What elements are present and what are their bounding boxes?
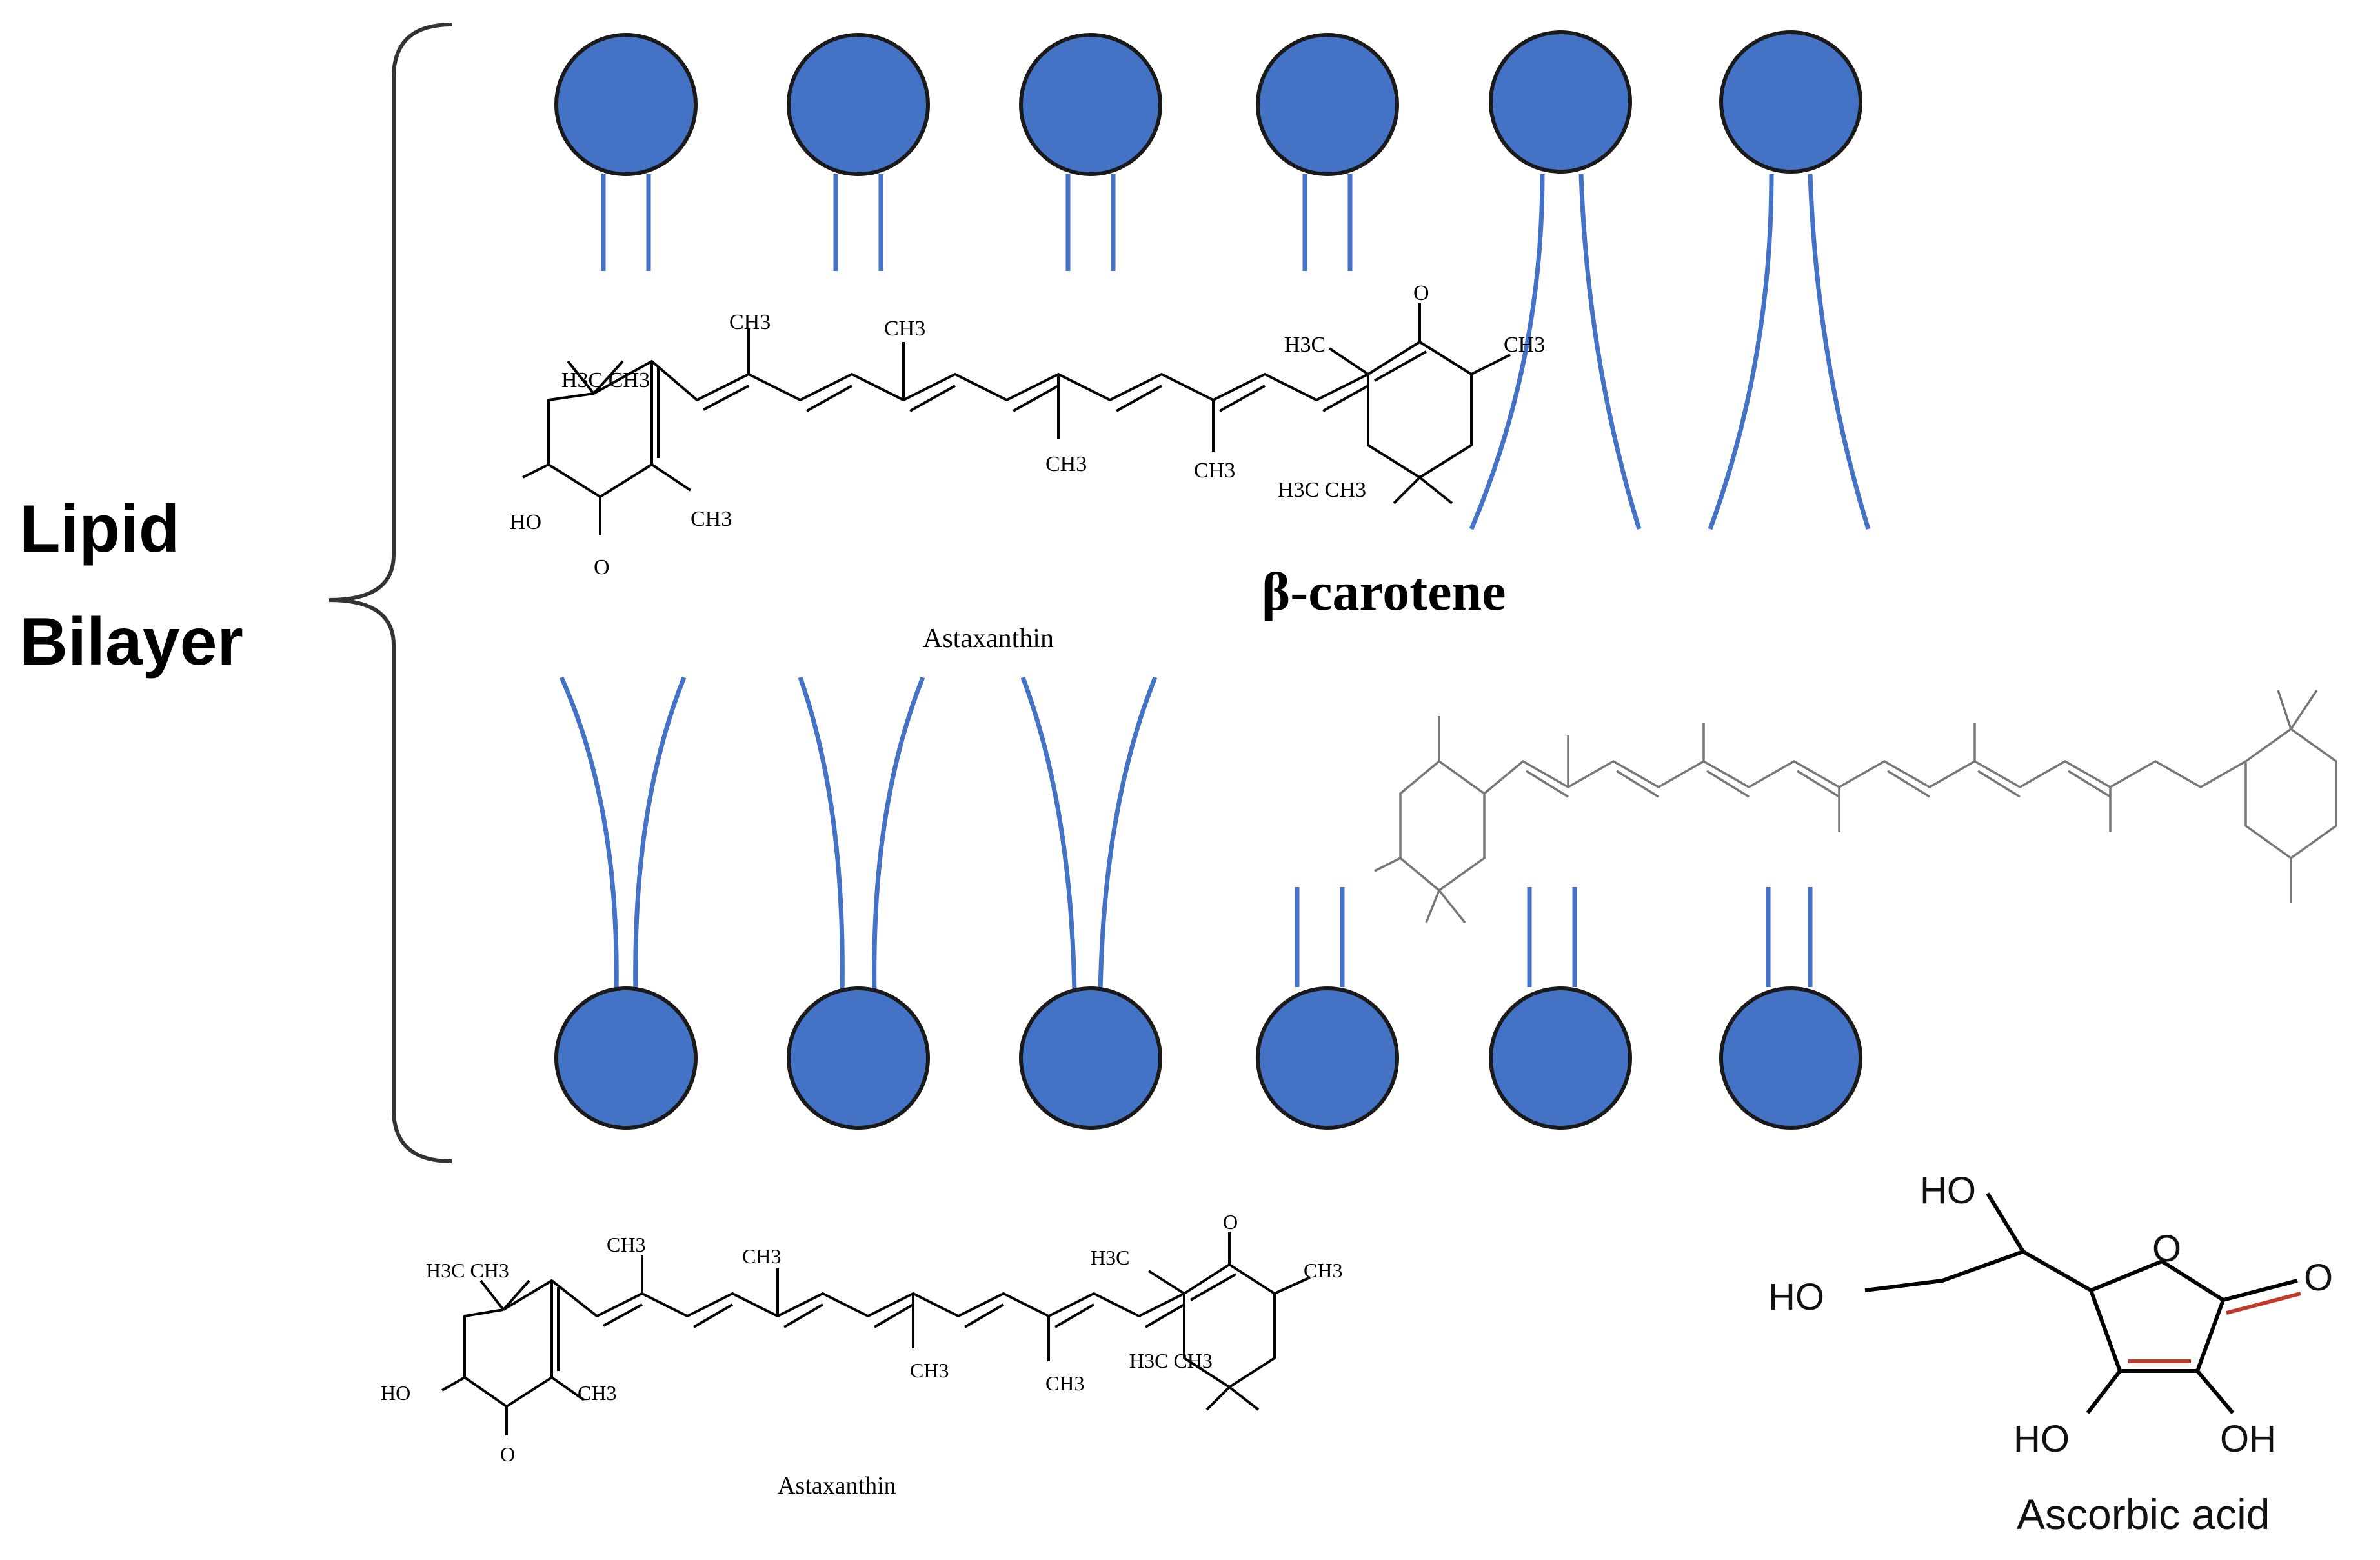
astaxanthin-top-structure: H3C CH3 CH3 CH3 CH3 CH3 H3C CH3 O H3C CH…	[510, 281, 1545, 579]
bottom-tail-6	[1766, 887, 1813, 987]
svg-text:H3C: H3C	[1091, 1246, 1129, 1269]
top-head-3	[1019, 33, 1162, 176]
astaxanthin-top-label: Astaxanthin	[923, 624, 1054, 654]
svg-text:CH3: CH3	[578, 1381, 616, 1405]
svg-text:CH3: CH3	[910, 1359, 949, 1382]
svg-text:CH3: CH3	[1504, 333, 1545, 357]
svg-text:O: O	[594, 555, 610, 579]
ascorbic-ho-left: HO	[1768, 1276, 1824, 1318]
lipid-label-line2: Bilayer	[19, 605, 243, 679]
top-tail-1	[601, 174, 651, 271]
bottom-leaflet	[554, 676, 1862, 1130]
bottom-tail-3	[1020, 676, 1158, 994]
svg-text:CH3: CH3	[1194, 459, 1235, 483]
top-head-4	[1256, 33, 1399, 176]
ascorbic-ring-o: O	[2152, 1228, 2181, 1270]
svg-text:CH3: CH3	[742, 1245, 781, 1268]
bottom-tail-5	[1527, 887, 1577, 987]
svg-text:HO: HO	[381, 1381, 410, 1405]
bottom-head-6	[1719, 986, 1862, 1130]
top-tails-long	[1469, 174, 1871, 530]
ascorbic-oh-bottom: OH	[2220, 1418, 2276, 1460]
bottom-tail-4	[1295, 887, 1345, 987]
svg-text:H3C CH3: H3C CH3	[1129, 1349, 1213, 1372]
bottom-head-5	[1489, 986, 1632, 1130]
top-tail-5	[1469, 174, 1642, 530]
beta-carotene-label: β-carotene	[1262, 562, 1506, 622]
top-tail-2	[833, 174, 883, 271]
bottom-head-3	[1019, 986, 1162, 1130]
svg-text:CH3: CH3	[729, 310, 771, 334]
lipid-label-line1: Lipid	[19, 492, 179, 566]
top-tails-short	[601, 174, 1353, 271]
top-head-5	[1489, 30, 1632, 174]
svg-text:H3C CH3: H3C CH3	[426, 1259, 509, 1282]
svg-text:CH3: CH3	[1045, 1372, 1084, 1395]
ascorbic-carbonyl-o: O	[2304, 1257, 2333, 1299]
bottom-tail-2	[798, 676, 925, 994]
svg-text:CH3: CH3	[884, 317, 925, 341]
svg-text:CH3: CH3	[1045, 452, 1087, 476]
svg-text:H3C CH3: H3C CH3	[561, 368, 650, 392]
astaxanthin-bottom-structure: H3C CH3 CH3 CH3 CH3 CH3 H3C CH3 O H3C CH…	[381, 1210, 1342, 1466]
bottom-tail-1	[559, 676, 687, 994]
ascorbic-ho-bottom: HO	[2013, 1418, 2070, 1460]
beta-carotene-structure	[1374, 690, 2337, 924]
top-tail-6	[1708, 174, 1871, 530]
top-leaflet	[554, 30, 1871, 530]
bottom-head-2	[787, 986, 930, 1130]
svg-text:O: O	[1413, 281, 1429, 305]
svg-text:CH3: CH3	[1304, 1259, 1342, 1282]
svg-text:O: O	[1223, 1210, 1238, 1234]
svg-text:O: O	[500, 1443, 515, 1466]
bottom-head-4	[1256, 986, 1399, 1130]
top-head-2	[787, 33, 930, 176]
svg-text:HO: HO	[510, 510, 541, 534]
bilayer-bracket	[328, 23, 452, 1163]
top-tail-4	[1302, 174, 1353, 271]
bottom-head-1	[554, 986, 698, 1130]
svg-text:H3C CH3: H3C CH3	[1278, 478, 1366, 502]
svg-text:CH3: CH3	[607, 1233, 645, 1256]
bottom-tails-long	[559, 676, 1158, 994]
astaxanthin-bottom-label: Astaxanthin	[778, 1472, 896, 1499]
svg-text:CH3: CH3	[691, 507, 732, 531]
bottom-tails-short	[1295, 887, 1813, 987]
top-head-1	[554, 33, 698, 176]
ascorbic-ho-top: HO	[1920, 1170, 1976, 1212]
top-tail-3	[1065, 174, 1116, 271]
top-head-6	[1719, 30, 1862, 174]
ascorbic-acid-structure	[1864, 1192, 2301, 1414]
svg-text:H3C: H3C	[1284, 333, 1326, 357]
ascorbic-acid-label: Ascorbic acid	[2017, 1490, 2270, 1538]
